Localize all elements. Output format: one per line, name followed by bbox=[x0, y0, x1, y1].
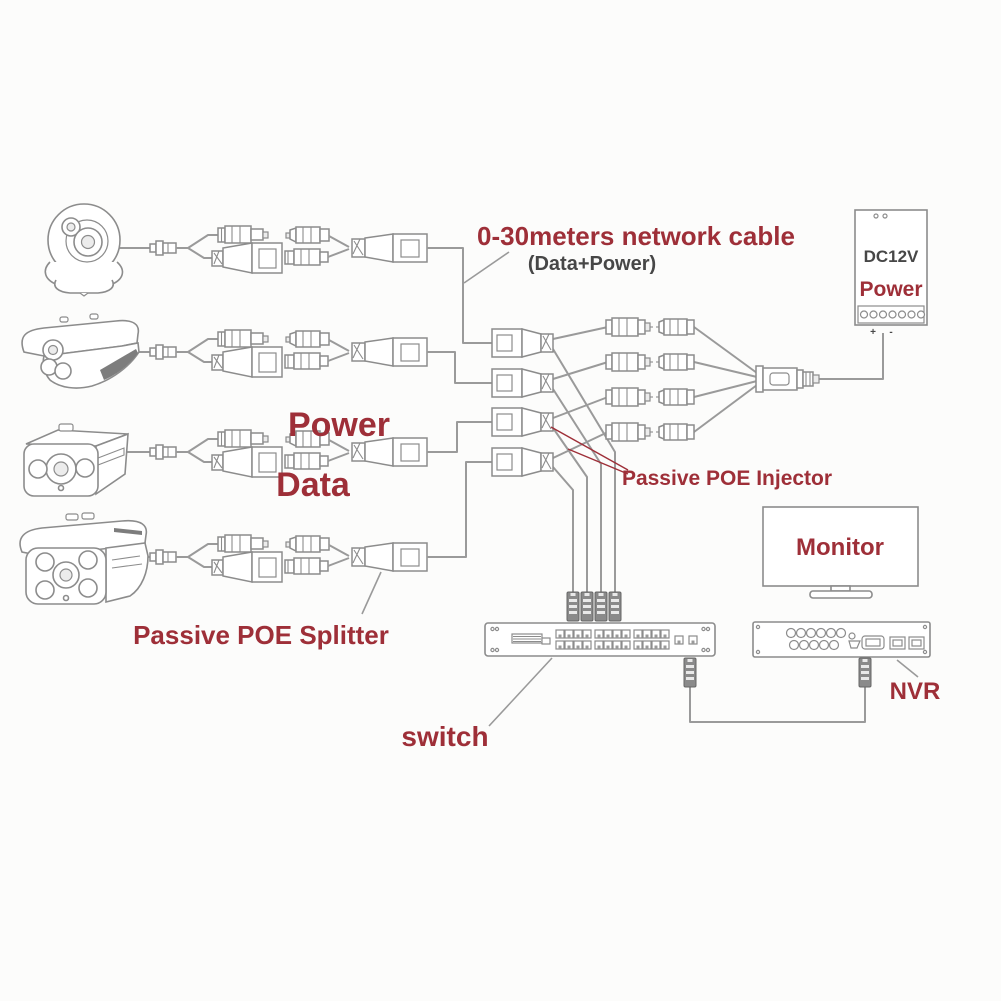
monitor: Monitor bbox=[762, 506, 919, 599]
rj45-plug bbox=[580, 591, 594, 622]
poe-splitter-cable bbox=[117, 329, 447, 378]
monitor-label: Monitor bbox=[796, 534, 884, 561]
injector-pointer-line bbox=[550, 426, 629, 471]
dc-power-plug bbox=[755, 365, 820, 393]
network-cable-sublabel: (Data+Power) bbox=[528, 253, 656, 275]
data-wire-label: Data bbox=[276, 466, 351, 504]
bullet-camera bbox=[23, 423, 129, 497]
switch-label-plate bbox=[511, 633, 551, 645]
psu-minus-mark: - bbox=[889, 327, 892, 338]
splitter-pointer-line bbox=[361, 571, 382, 615]
poe-splitter-label: Passive POE Splitter bbox=[133, 620, 389, 650]
rj45-connector bbox=[491, 368, 554, 398]
poe-injector-cable bbox=[605, 422, 695, 442]
poe-splitter-cable bbox=[117, 534, 447, 583]
rj45-plug bbox=[594, 591, 608, 622]
bullet-camera bbox=[21, 313, 140, 389]
poe-injector-cable bbox=[605, 317, 695, 337]
poe-splitter-cable bbox=[117, 225, 447, 274]
network-switch bbox=[484, 622, 716, 657]
rj45-plug bbox=[566, 591, 580, 622]
poe-injector-cable bbox=[605, 352, 695, 372]
psu-voltage-label: DC12V bbox=[864, 247, 919, 266]
bullet-camera bbox=[19, 512, 149, 605]
rj45-connector bbox=[491, 407, 554, 437]
poe-injector-cable bbox=[605, 387, 695, 407]
cable-routes bbox=[446, 247, 884, 723]
nvr-recorder bbox=[752, 621, 931, 658]
nvr-pointer-line bbox=[896, 659, 919, 678]
network-cable-label: 0-30meters network cable bbox=[477, 221, 795, 251]
injector-pointer-line bbox=[567, 448, 629, 475]
rj45-plug bbox=[858, 657, 872, 688]
nvr-label: NVR bbox=[890, 678, 941, 705]
rj45-connector bbox=[491, 447, 554, 477]
power-wire-label: Power bbox=[288, 406, 390, 444]
psu-power-label: Power bbox=[859, 278, 922, 301]
rj45-plug bbox=[608, 591, 622, 622]
network-cable-pointer-line bbox=[463, 251, 510, 284]
poe-injector-label: Passive POE Injector bbox=[622, 467, 832, 490]
psu-plus-mark: + bbox=[870, 327, 876, 338]
dc12v-power-supply: DC12V Power + - bbox=[854, 209, 928, 338]
rj45-plug bbox=[683, 657, 697, 688]
switch-pointer-line bbox=[488, 657, 553, 727]
switch-label: switch bbox=[401, 721, 488, 752]
dome-camera bbox=[44, 203, 124, 297]
rj45-connector bbox=[491, 328, 554, 358]
